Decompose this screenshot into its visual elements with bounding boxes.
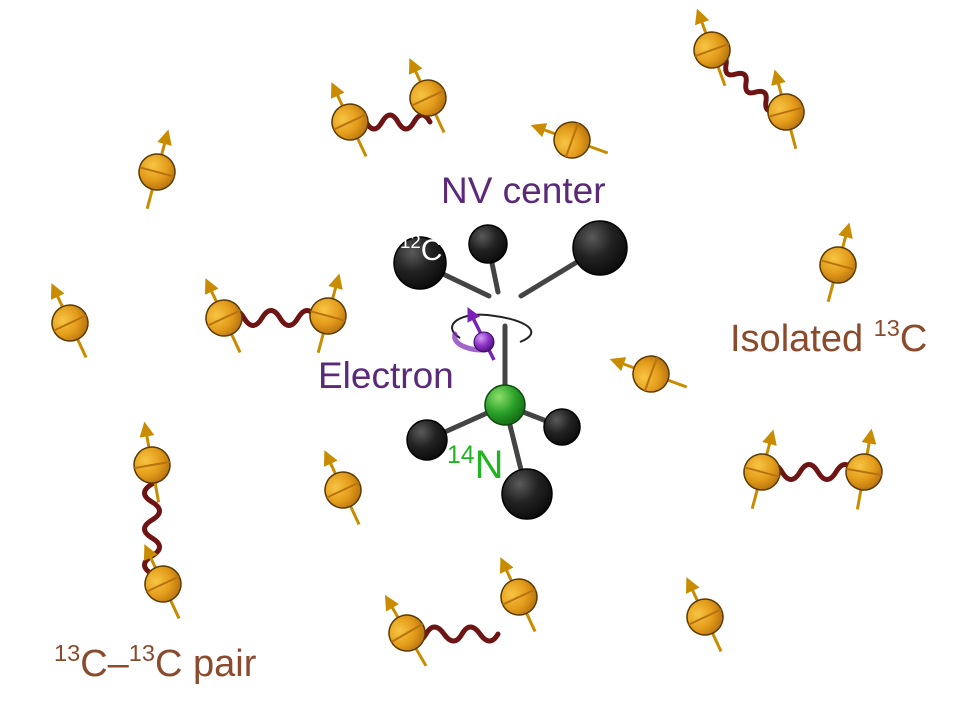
c13-nuclear-spin (323, 450, 362, 526)
spin-equator (146, 575, 180, 593)
c13-nuclear-spin (50, 283, 89, 359)
carbon12-label: 12C (400, 233, 443, 267)
nv-center (393, 220, 628, 520)
c13-nuclear-spin (845, 428, 883, 510)
precession-arc (451, 313, 533, 343)
nitrogen14-label: 14N (447, 441, 504, 487)
spin-equator (846, 467, 882, 477)
isolated-c13-label: Isolated 13C (730, 317, 928, 360)
spin-equator (694, 42, 730, 58)
carbon-atom (468, 224, 508, 264)
spin-equator (333, 113, 367, 131)
c13-nuclear-spin (499, 557, 538, 633)
spin-equator (502, 588, 536, 606)
carbon-atom (501, 468, 553, 520)
spin-equator (564, 122, 580, 158)
spin-equator (207, 309, 241, 327)
carbon-atom (406, 419, 448, 461)
electron-spin (451, 306, 533, 361)
isotope-superscript: 13 (128, 640, 155, 667)
c13-nuclear-spin (685, 577, 724, 653)
isotope-superscript: 12 (400, 231, 421, 253)
c13-nuclear-spin (204, 278, 243, 354)
c13-nuclear-spin (767, 69, 805, 150)
c13-nuclear-spin (385, 594, 428, 667)
electron-atom (473, 331, 495, 353)
c13-nuclear-spin (143, 544, 182, 620)
isotope-superscript: 13 (873, 315, 900, 342)
spin-equator (134, 460, 170, 470)
spin-equator (139, 166, 175, 178)
label-text: C– (80, 643, 129, 685)
c13-nuclear-spin (819, 222, 857, 303)
c13-nuclear-spin (693, 8, 731, 87)
spin-equator (53, 314, 87, 332)
label-text: Isolated (730, 318, 874, 360)
spin-equator (744, 466, 780, 478)
electron-label: Electron (318, 355, 454, 396)
element-symbol: C (899, 318, 928, 360)
c13-pair-label: 13C–13C pair (54, 642, 257, 685)
label-text: C pair (154, 643, 257, 685)
c13-spins (50, 8, 883, 667)
spin-equator (768, 106, 804, 118)
c13-nuclear-spin (309, 273, 347, 354)
spin-equator (643, 356, 659, 392)
carbon12-atom (393, 236, 447, 290)
spin-equator (326, 481, 360, 499)
spin-equator (310, 310, 346, 322)
c13-nuclear-spin (133, 421, 171, 503)
c13-nuclear-spin (330, 82, 369, 158)
nitrogen-atom (484, 384, 526, 426)
spin-equator (390, 623, 424, 643)
element-symbol: C (420, 234, 443, 267)
isotope-superscript: 14 (447, 441, 475, 469)
nv-center-label: NV center (441, 170, 606, 211)
c13-nuclear-spin (138, 129, 176, 210)
isotope-superscript: 13 (54, 640, 81, 667)
spin-equator (688, 608, 722, 626)
c13-nuclear-spin (743, 429, 781, 510)
carbon-atom (572, 220, 628, 276)
carbon-atom (543, 408, 581, 446)
c13-nuclear-spin (408, 58, 447, 134)
spin-equator (820, 259, 856, 271)
c13-nuclear-spin (609, 355, 688, 393)
element-symbol: N (474, 443, 504, 487)
spin-equator (411, 89, 445, 107)
c13-nuclear-spin (530, 121, 609, 159)
